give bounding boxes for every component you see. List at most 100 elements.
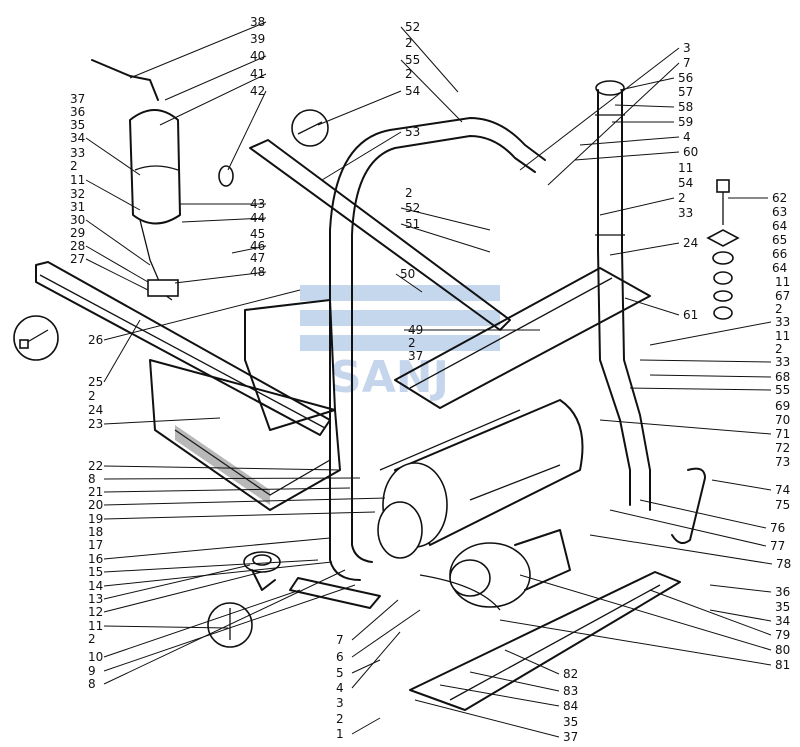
leader-r34b [85, 137, 141, 176]
callout-r64b: 64 [772, 261, 787, 275]
callout-r11a: 11 [678, 161, 693, 175]
callout-r51: 51 [405, 217, 420, 231]
callout-r6: 6 [336, 650, 344, 664]
callout-r2j: 2 [88, 389, 96, 403]
callout-r26: 26 [88, 333, 103, 347]
hose [289, 574, 501, 611]
callout-r82: 82 [563, 667, 578, 681]
callout-r80: 80 [775, 643, 790, 657]
leader-r53 [321, 131, 402, 181]
callout-r14: 14 [88, 579, 103, 593]
callout-r7b: 7 [336, 633, 344, 647]
callout-r83: 83 [563, 684, 578, 698]
callout-r17: 17 [88, 538, 103, 552]
callout-r2d: 2 [408, 336, 416, 350]
leader-r13 [103, 564, 251, 600]
left-frame-bar [35, 261, 331, 436]
leader-r42 [227, 90, 267, 171]
leader-r25 [103, 319, 141, 383]
leader-r71 [599, 419, 772, 435]
callout-r59: 59 [678, 115, 693, 129]
leader-r76 [639, 499, 767, 529]
callout-r2a: 2 [405, 67, 413, 81]
callout-r31: 31 [70, 200, 85, 214]
leader-r51 [400, 223, 491, 253]
callout-r55a: 55 [405, 53, 420, 67]
callout-r25: 25 [88, 375, 103, 389]
callout-r30: 30 [70, 213, 85, 227]
leader-r54a [317, 90, 402, 126]
clamp-part [671, 467, 706, 545]
leader-r22 [103, 465, 341, 471]
watermark-bar-3 [300, 335, 500, 351]
callout-r40: 40 [250, 49, 265, 63]
callout-r73: 73 [775, 455, 790, 469]
callout-r57: 57 [678, 85, 693, 99]
callout-r35b: 35 [563, 715, 578, 729]
callout-r34b: 34 [70, 131, 85, 145]
callout-r75: 75 [775, 498, 790, 512]
leader-r38 [129, 21, 267, 79]
callout-r13: 13 [88, 592, 103, 606]
callout-r33b: 33 [775, 315, 790, 329]
leader-r12 [103, 571, 263, 613]
leader-r2e [599, 197, 675, 216]
leader-r10 [103, 589, 301, 658]
callout-r56: 56 [678, 71, 693, 85]
callout-r53: 53 [405, 125, 420, 139]
callout-r11b: 11 [775, 275, 790, 289]
right-pipe [595, 80, 651, 511]
callout-r21: 21 [88, 485, 103, 499]
detail-circle-top [291, 109, 329, 147]
callout-r11c: 11 [775, 329, 790, 343]
callout-r77: 77 [770, 539, 785, 553]
skid-plate [409, 571, 681, 711]
callout-r22: 22 [88, 459, 103, 473]
callout-r47: 47 [250, 251, 265, 265]
hardware-stack [706, 179, 740, 320]
leader-r50 [395, 273, 423, 293]
compressor-unit [377, 399, 584, 608]
callout-r37a: 37 [408, 349, 423, 363]
leader-r74 [711, 479, 772, 491]
callout-r23: 23 [88, 417, 103, 431]
leader-r4 [579, 136, 680, 146]
leader-r79 [649, 589, 772, 636]
callout-r16: 16 [88, 552, 103, 566]
leader-r6 [351, 609, 421, 658]
callout-r20: 20 [88, 498, 103, 512]
callout-r11e: 11 [88, 619, 103, 633]
leader-r11e [103, 625, 229, 629]
callout-r7a: 7 [683, 56, 691, 70]
callout-r76: 76 [770, 521, 785, 535]
callout-r38: 38 [250, 15, 265, 29]
callout-r48: 48 [250, 265, 265, 279]
leader-r3 [519, 47, 680, 171]
leader-r55b [629, 387, 772, 391]
callout-r72: 72 [775, 441, 790, 455]
leader-r58 [614, 104, 675, 108]
leader-r80 [519, 574, 772, 651]
callout-r1: 1 [336, 727, 344, 741]
callout-r2c: 2 [405, 186, 413, 200]
callout-r39: 39 [250, 32, 265, 46]
callout-r11d: 11 [70, 173, 85, 187]
callout-r3b: 3 [336, 696, 344, 710]
leader-r8b [103, 569, 346, 685]
callout-r62: 62 [772, 191, 787, 205]
callout-r2e: 2 [678, 191, 686, 205]
nut-42 [218, 165, 234, 187]
leader-r36 [709, 584, 772, 593]
callout-r42: 42 [250, 84, 265, 98]
callout-r28: 28 [70, 239, 85, 253]
callout-r84: 84 [563, 699, 578, 713]
leader-r23 [103, 417, 221, 425]
leader-r56 [619, 77, 675, 91]
callout-r60: 60 [683, 145, 698, 159]
callout-r32: 32 [70, 187, 85, 201]
leader-r60 [574, 151, 680, 161]
leader-r77 [609, 509, 767, 547]
leader-r83 [469, 671, 560, 692]
